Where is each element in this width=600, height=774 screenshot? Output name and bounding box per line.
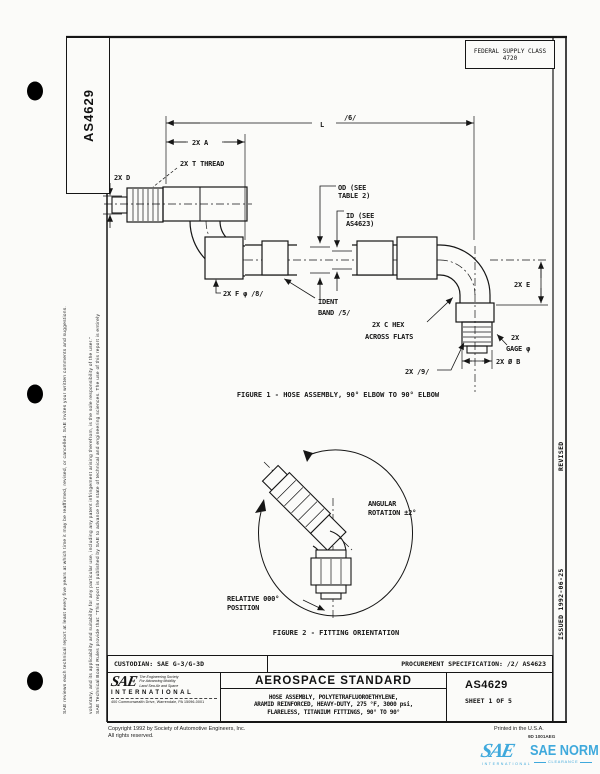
- fig1-gage-label-1: 2X: [511, 334, 520, 342]
- stamp-sae-logo: SAE: [478, 740, 516, 762]
- figure2-caption: FIGURE 2 - FITTING ORIENTATION: [272, 629, 400, 637]
- fig1-dim-f: 2X F φ /8/: [223, 290, 263, 298]
- doc-subtitle: HOSE ASSEMBLY, POLYTETRAFLUOROETHYLENE, …: [221, 689, 446, 721]
- sheet-number: SHEET 1 OF 5: [465, 697, 512, 705]
- copyright-notice: Copyright 1992 by Society of Automotive …: [108, 726, 245, 740]
- sae-tagline-line-2: For Advancing Mobility: [139, 679, 176, 684]
- sae-address: 400 Commonwealth Drive, Warrendale, PA 1…: [111, 699, 205, 704]
- fig1-dim-a: 2X A: [192, 139, 209, 147]
- sae-tagline: The Engineering Society For Advancing Mo…: [139, 675, 178, 688]
- federal-supply-class-box: FEDERAL SUPPLY CLASS 4720: [465, 40, 555, 69]
- fig1-od-label-1: OD (SEE: [338, 184, 366, 192]
- doc-number: AS4629: [465, 679, 508, 691]
- sae-tagline-line-1: The Engineering Society: [139, 675, 179, 679]
- fig1-hex-label-2: ACROSS FLATS: [365, 333, 413, 341]
- fig1-id-label-2: AS4623): [346, 220, 374, 228]
- doc-number-vertical: AS4629: [80, 89, 96, 142]
- federal-supply-class-number: 4720: [502, 54, 518, 62]
- left-disclaimer-paragraph-2: SAE reviews each technical report at lea…: [62, 214, 69, 714]
- stamp-dash-right: [580, 761, 593, 763]
- sae-international-label: INTERNATIONAL: [111, 690, 194, 696]
- disclaimer-line-1: SAE Technical Board Rules provide that: …: [96, 313, 101, 714]
- doc-number-tab: AS4629: [66, 37, 110, 194]
- fig1-dim-b: 2X Ø B: [496, 358, 520, 366]
- fig1-hex-label-1: 2X C HEX: [372, 321, 405, 329]
- sae-logo: SAE: [109, 674, 138, 690]
- figure1-labels: /6/ L 2X A 2X T THREAD 2X D OD (SEE TABL…: [114, 114, 530, 376]
- stamp-clearance-text: CLEARANCE: [548, 760, 579, 764]
- sae-tagline-line-3: Land Sea Air and Space: [139, 683, 179, 688]
- stamp-code: 9D 1001AEG: [528, 734, 556, 739]
- figure2-linework: [255, 449, 413, 618]
- stamp-clearance-label: CLEARANCE: [532, 760, 594, 764]
- sae-norm-stamp: 9D 1001AEG SAE SAE NORM INTERNATIONAL CL…: [479, 733, 600, 773]
- fig1-dim-d: 2X D: [114, 174, 130, 182]
- doc-subtitle-line-3: FLARELESS, TITANIUM FITTINGS, 90° TO 90°: [267, 708, 400, 716]
- title-block-row-main: SAE The Engineering Society For Advancin…: [108, 673, 552, 721]
- title-block-row-custodian: CUSTODIAN: SAE G-3/G-3D PROCUREMENT SPEC…: [108, 656, 552, 673]
- fig1-gage-label-2: GAGE φ: [506, 345, 530, 353]
- fig1-od-label-2: TABLE 2): [338, 192, 370, 200]
- disclaimer-line-3: SAE reviews each technical report at lea…: [63, 305, 68, 714]
- disclaimer-line-2: voluntary, and its applicability and sui…: [89, 337, 94, 714]
- revised-label: REVISED: [557, 441, 565, 472]
- doc-subtitle-line-1: HOSE ASSEMBLY, POLYTETRAFLUOROETHYLENE,: [268, 693, 399, 701]
- fig1-dim-l: L: [320, 121, 324, 129]
- fig1-flag-9: 2X /9/: [405, 368, 429, 376]
- title-block: CUSTODIAN: SAE G-3/G-3D PROCUREMENT SPEC…: [107, 655, 553, 722]
- doc-number-cell: AS4629 SHEET 1 OF 5: [447, 673, 552, 721]
- fig1-flag-6: /6/: [344, 114, 356, 122]
- registration-dots: [27, 81, 43, 691]
- copyright-line-2: All rights reserved.: [108, 733, 154, 739]
- page-frame: [66, 35, 567, 723]
- printed-in-usa-label: Printed in the U.S.A.: [494, 726, 544, 732]
- fig1-ident-label-2: BAND /5/: [318, 309, 350, 317]
- fig1-dim-e: 2X E: [514, 281, 530, 289]
- fig2-relative-label-2: POSITION: [227, 604, 259, 612]
- sae-cell-divider: [111, 697, 217, 699]
- fig1-id-label-1: ID (SEE: [346, 212, 374, 220]
- stamp-sae-norm-wordmark: SAE NORM: [530, 743, 599, 759]
- fig2-relative-label-1: RELATIVE 000°: [227, 595, 279, 603]
- copyright-line-1: Copyright 1992 by Society of Automotive …: [108, 726, 246, 732]
- fig2-rotation-label-2: ROTATION ±2°: [368, 509, 416, 517]
- doc-type-heading: AEROSPACE STANDARD: [221, 673, 446, 689]
- left-disclaimer-paragraph-1: voluntary, and its applicability and sui…: [88, 214, 102, 714]
- issued-label: ISSUED 1992-06-25: [557, 568, 565, 640]
- custodian-cell: CUSTODIAN: SAE G-3/G-3D: [108, 656, 268, 672]
- figure1-linework: [103, 116, 548, 392]
- federal-supply-class-title: FEDERAL SUPPLY CLASS: [473, 47, 547, 55]
- fig1-ident-label-1: IDENT: [318, 298, 338, 306]
- fig1-thread-label: 2X T THREAD: [180, 160, 224, 168]
- figure2-labels: ANGULAR ROTATION ±2° RELATIVE 000° POSIT…: [227, 500, 416, 612]
- figure1-caption: FIGURE 1 - HOSE ASSEMBLY, 90° ELBOW TO 9…: [236, 391, 440, 399]
- stamp-international-label: INTERNATIONAL: [482, 762, 532, 766]
- standard-title-cell: AEROSPACE STANDARD HOSE ASSEMBLY, POLYTE…: [221, 673, 447, 721]
- fig2-rotation-label-1: ANGULAR: [368, 500, 397, 508]
- procurement-spec-cell: PROCUREMENT SPECIFICATION: /2/ AS4623: [401, 660, 546, 668]
- stamp-dash-left: [534, 761, 546, 763]
- sae-logo-cell: SAE The Engineering Society For Advancin…: [108, 673, 221, 721]
- doc-subtitle-line-2: ARAMID REINFORCED, HEAVY-DUTY, 275 °F, 3…: [254, 701, 413, 709]
